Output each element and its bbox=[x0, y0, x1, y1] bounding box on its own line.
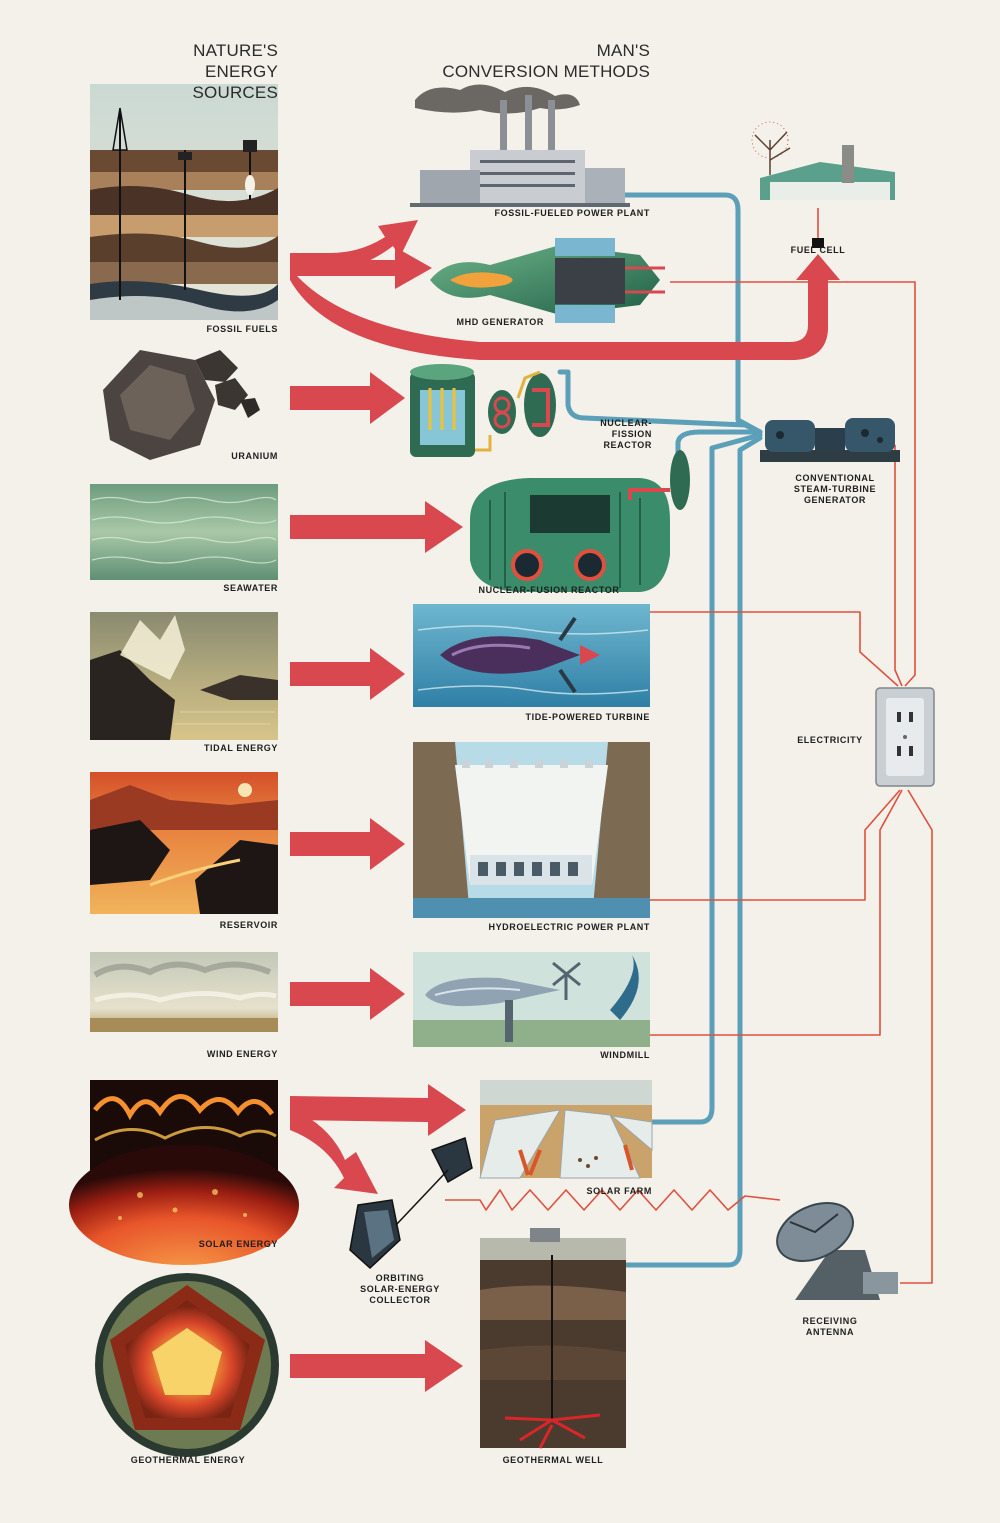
uranium-illustration bbox=[103, 350, 260, 460]
fusion-reactor-illustration bbox=[470, 450, 690, 592]
caption-orbiting-collector: ORBITING SOLAR-ENERGY COLLECTOR bbox=[360, 1273, 440, 1305]
wire-antenna bbox=[900, 789, 933, 1284]
caption-seawater: SEAWATER bbox=[223, 583, 278, 593]
arrow-fossil-to-fuel-cell bbox=[290, 254, 840, 360]
caption-electricity: ELECTRICITY bbox=[797, 735, 863, 745]
caption-hydro-plant: HYDROELECTRIC POWER PLANT bbox=[488, 922, 650, 932]
fossil-plant-illustration bbox=[410, 84, 630, 207]
steam-turbine-illustration bbox=[760, 418, 900, 462]
caption-reservoir: RESERVOIR bbox=[219, 920, 278, 930]
caption-uranium: URANIUM bbox=[231, 451, 278, 461]
fuel-cell-house-illustration bbox=[751, 121, 895, 248]
orbiting-collector-illustration bbox=[349, 1137, 473, 1270]
steam-pipes bbox=[557, 192, 763, 1268]
pipe-fossil-plant bbox=[622, 192, 763, 435]
caption-mhd-generator: MHD GENERATOR bbox=[456, 317, 544, 327]
seawater-illustration bbox=[90, 484, 278, 580]
tide-turbine-illustration bbox=[413, 604, 650, 707]
caption-geothermal-energy: GEOTHERMAL ENERGY bbox=[130, 1455, 246, 1465]
electric-wires bbox=[445, 208, 933, 1284]
caption-solar-energy: SOLAR ENERGY bbox=[198, 1239, 278, 1249]
caption-fusion-reactor: NUCLEAR-FUSION REACTOR bbox=[478, 585, 620, 595]
arrow-tidal bbox=[290, 648, 405, 700]
arrow-geothermal bbox=[290, 1340, 463, 1392]
windmill-illustration bbox=[413, 952, 650, 1047]
geothermal-energy-illustration bbox=[95, 1273, 279, 1457]
wire-hydro bbox=[650, 789, 901, 901]
fossil-fuels-illustration bbox=[90, 84, 278, 320]
caption-tide-turbine: TIDE-POWERED TURBINE bbox=[525, 712, 650, 722]
electrical-outlet-icon bbox=[875, 687, 935, 787]
wind-energy-illustration bbox=[90, 952, 278, 1032]
pipe-fusion bbox=[675, 429, 763, 455]
mhd-generator-illustration bbox=[430, 238, 665, 323]
pipe-geo-well bbox=[623, 435, 763, 1268]
arrow-solar-to-farm bbox=[290, 1084, 466, 1136]
caption-wind-energy: WIND ENERGY bbox=[206, 1049, 278, 1059]
caption-fossil-fuels: FOSSIL FUELS bbox=[206, 324, 278, 334]
wire-steam bbox=[894, 445, 903, 687]
wire-tide bbox=[650, 611, 899, 687]
tidal-energy-illustration bbox=[90, 612, 278, 740]
caption-solar-farm: SOLAR FARM bbox=[586, 1186, 652, 1196]
arrow-seawater bbox=[290, 501, 463, 553]
flow-arrows bbox=[290, 220, 840, 1392]
arrow-fossil-to-mhd bbox=[290, 247, 432, 289]
receiving-antenna-illustration bbox=[776, 1201, 898, 1300]
arrow-fossil-to-plant bbox=[290, 220, 418, 272]
arrow-solar-to-orbit bbox=[290, 1108, 378, 1194]
wire-mhd bbox=[670, 281, 916, 687]
reservoir-illustration bbox=[90, 772, 278, 914]
caption-fuel-cell: FUEL CELL bbox=[790, 245, 846, 255]
sources-header: NATURE'S ENERGY SOURCES bbox=[192, 41, 278, 102]
caption-windmill: WINDMILL bbox=[600, 1050, 650, 1060]
caption-fossil-plant: FOSSIL-FUELED POWER PLANT bbox=[494, 208, 650, 218]
wire-windmill bbox=[650, 789, 903, 1036]
fission-reactor-illustration bbox=[410, 364, 556, 457]
caption-steam-turbine: CONVENTIONAL STEAM-TURBINE GENERATOR bbox=[793, 473, 877, 505]
solar-farm-illustration bbox=[479, 1080, 653, 1179]
pipe-solar-farm bbox=[649, 432, 763, 1125]
caption-tidal-energy: TIDAL ENERGY bbox=[203, 743, 278, 753]
arrow-reservoir bbox=[290, 818, 405, 870]
hydro-plant-illustration bbox=[413, 742, 650, 918]
methods-header: MAN'S CONVERSION METHODS bbox=[442, 41, 650, 81]
solar-energy-illustration bbox=[69, 1080, 299, 1265]
arrow-wind bbox=[290, 968, 405, 1020]
arrow-uranium bbox=[290, 372, 405, 424]
pipe-fission bbox=[557, 369, 763, 435]
geothermal-well-illustration bbox=[480, 1228, 626, 1449]
caption-receiving-antenna: RECEIVING ANTENNA bbox=[802, 1316, 858, 1337]
caption-geothermal-well: GEOTHERMAL WELL bbox=[502, 1455, 604, 1465]
caption-fission-reactor: NUCLEAR- FISSION REACTOR bbox=[600, 418, 652, 450]
wire-microwave bbox=[445, 1189, 781, 1211]
